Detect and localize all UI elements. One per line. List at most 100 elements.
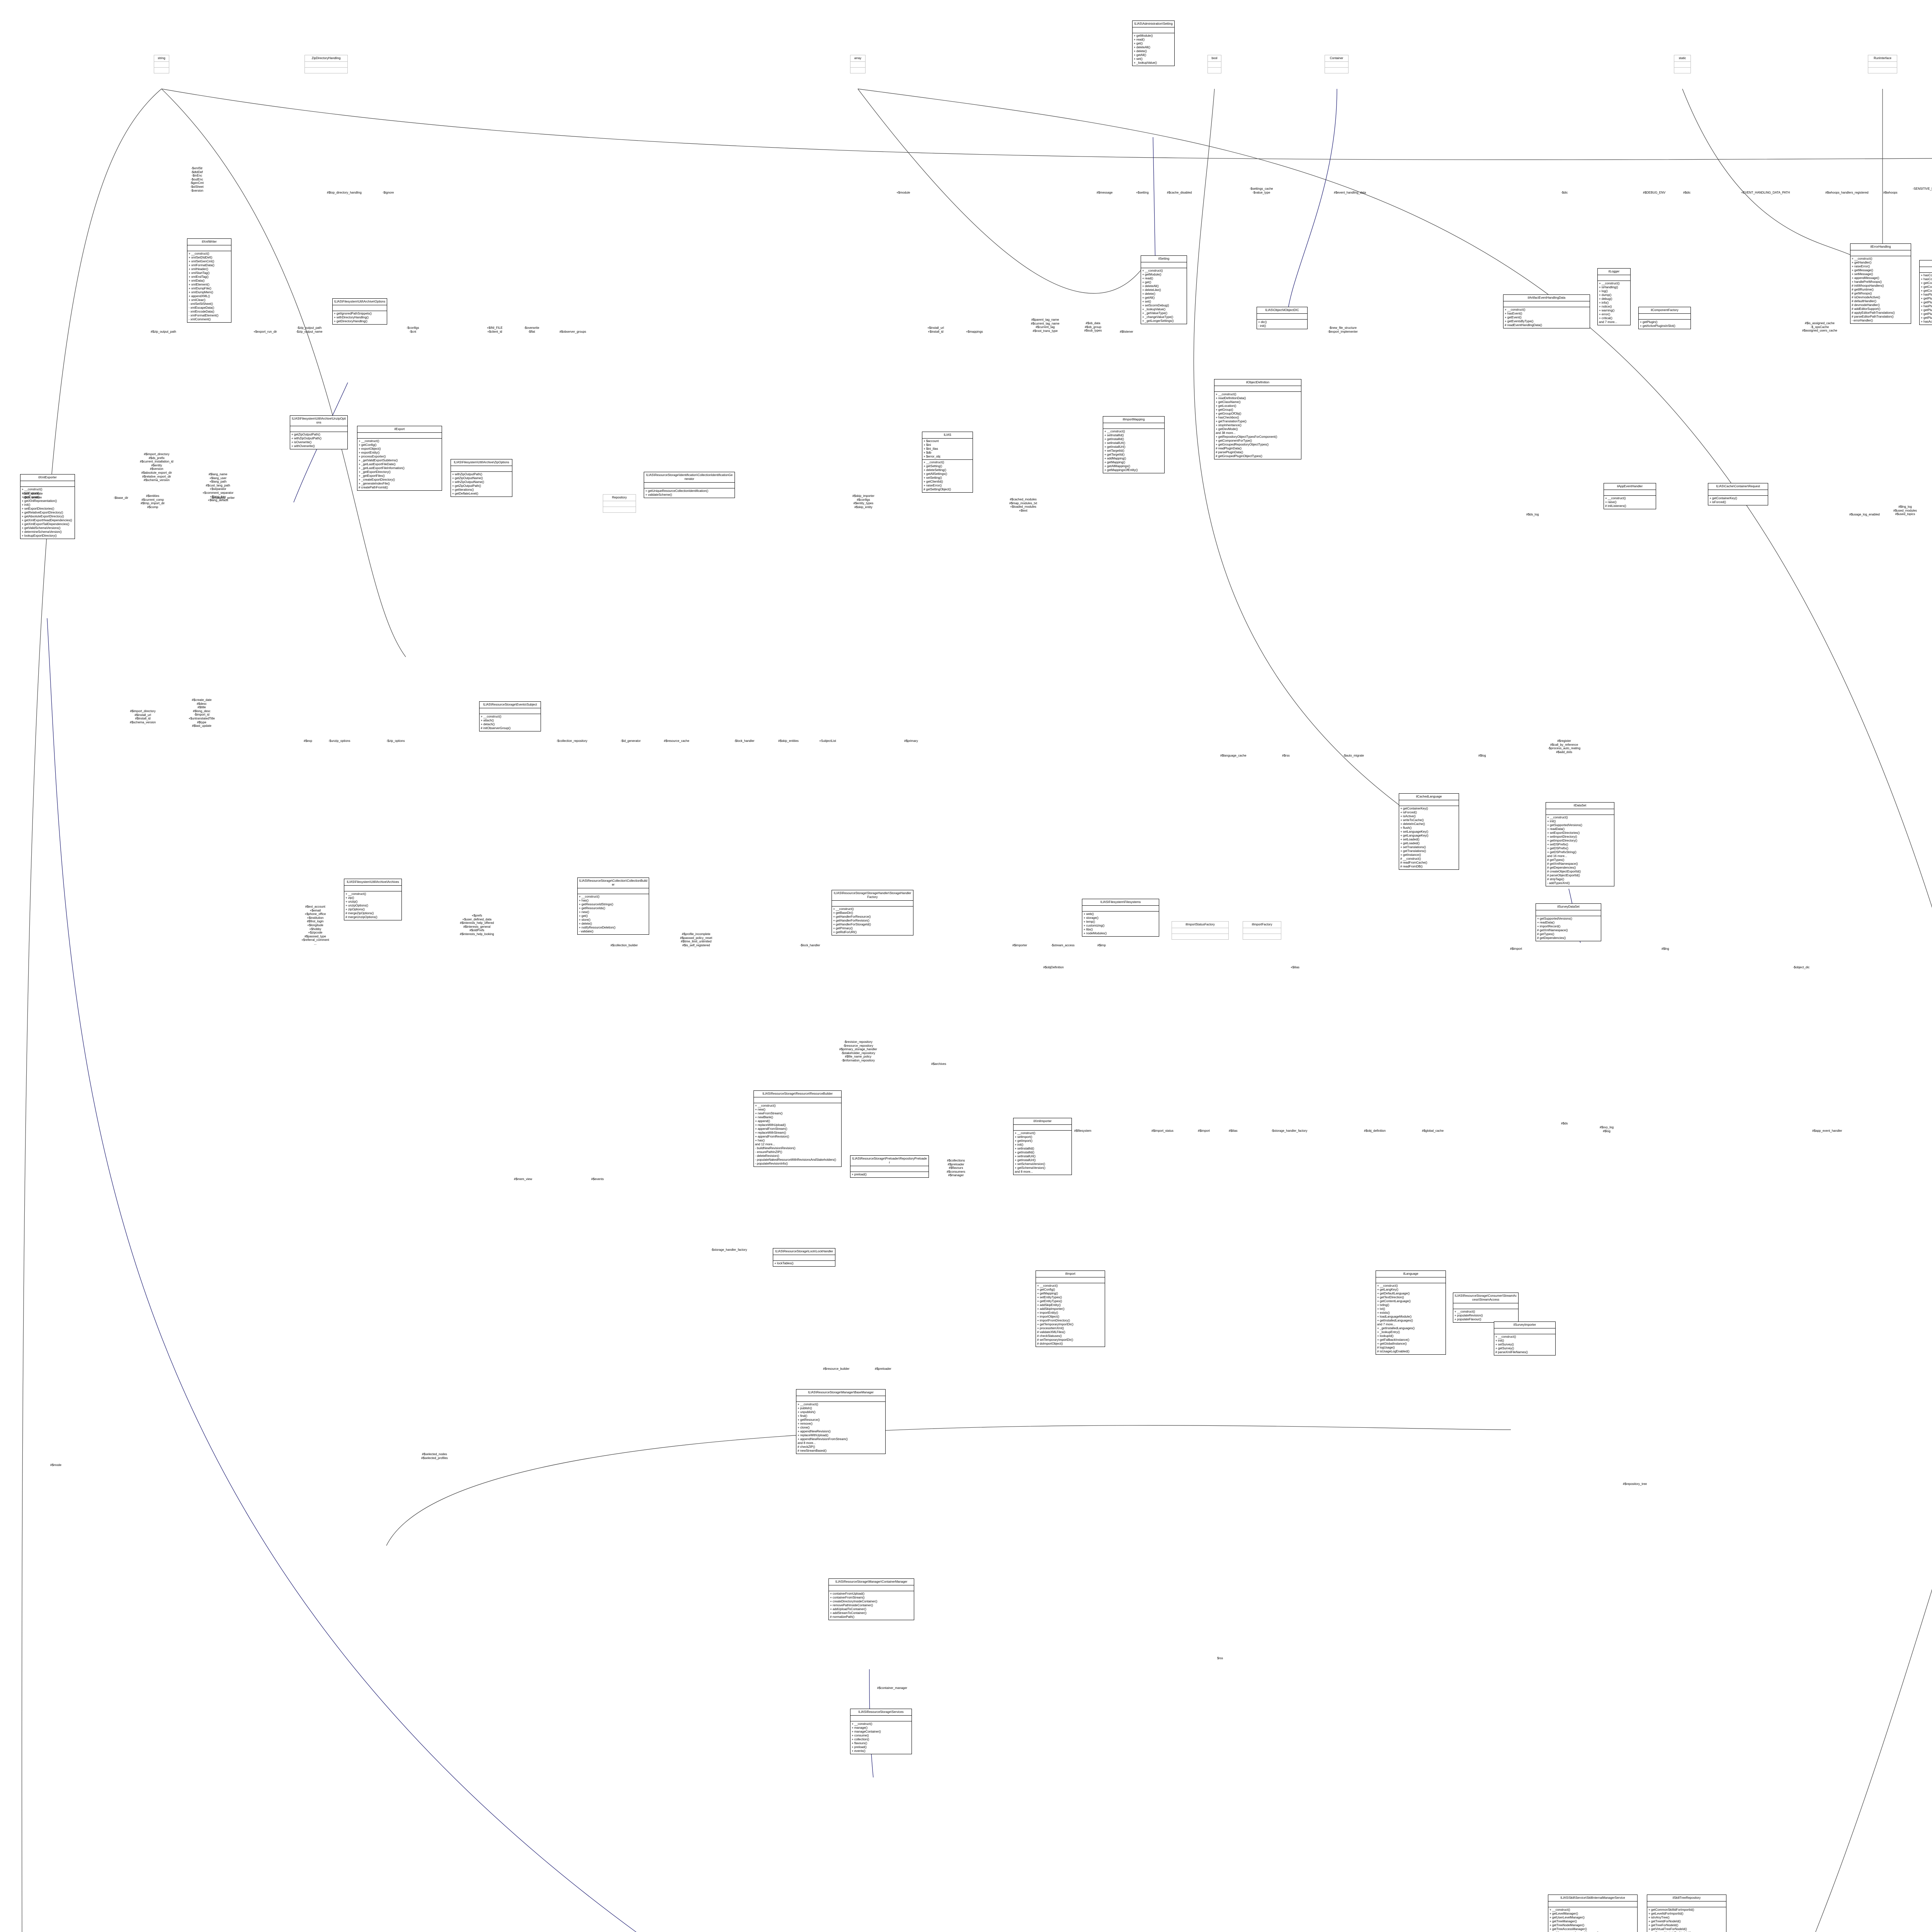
class-box-preloader[interactable]: ILIAS\ResourceStorage\Preloader\Reposito…: [850, 1155, 929, 1178]
class-box-importStatusF[interactable]: ilImportStatusFactory: [1172, 921, 1229, 940]
operation: # getWhoops(): [1852, 292, 1872, 295]
operation: # validateXMLFiles(): [1037, 1330, 1065, 1334]
class-box-unzipOpts[interactable]: ILIAS\Filesystem\Util\Archive\UnzipOptio…: [290, 415, 348, 449]
class-box-xmlImporter[interactable]: ilXmlImporter+ __construct()+ setImport(…: [1013, 1118, 1072, 1175]
class-operations: [1868, 68, 1897, 73]
class-operations: + __construct()+ new()+ newFromStream()+…: [754, 1103, 841, 1167]
class-attributes: [1133, 27, 1174, 33]
class-box-surveyImporter[interactable]: ilSurveyImporter+ __construct()+ init()+…: [1494, 1321, 1556, 1355]
class-box-containerMgr[interactable]: ILIAS\ResourceStorage\Manager\ContainerM…: [828, 1578, 914, 1620]
class-box-ilDataSet[interactable]: ilDataSet+ __construct()+ init()+ getSup…: [1546, 802, 1614, 886]
operation: + getValidSchemaVersions(): [22, 526, 61, 530]
class-box-ilSetting[interactable]: ilSetting+ __construct()+ getModule()+ r…: [1141, 255, 1187, 324]
operation: + isActive(): [1400, 815, 1416, 818]
operation: + find(): [798, 1414, 808, 1418]
edge-label: +$setting: [1136, 191, 1149, 194]
operation: + setImport(): [1015, 1135, 1032, 1139]
class-box-xmlExporter[interactable]: ilXmlExporter+ __construct()+ setExport(…: [20, 474, 75, 539]
class-box-resBuilder[interactable]: ILIAS\ResourceStorage\Resource\ResourceB…: [753, 1090, 842, 1167]
operation: + txt(): [1377, 1307, 1385, 1311]
operation: - deleteRevision(): [755, 1154, 779, 1158]
class-box-appEvt[interactable]: ilAppEventHandler+ __construct()+ raise(…: [1604, 483, 1656, 509]
class-box-errHandling[interactable]: ilErrorHandling+ __construct()+ getHandl…: [1850, 243, 1911, 324]
class-box-importMapping[interactable]: ilImportMapping+ __construct()+ setInsta…: [1103, 416, 1165, 473]
operation: + withOverwrite(): [291, 444, 315, 448]
class-box-ilExport[interactable]: ilExport+ __construct()+ getConfig()+ ex…: [357, 426, 442, 491]
operation: + importObject(): [1037, 1315, 1060, 1318]
class-box-bool[interactable]: bool: [1208, 55, 1221, 73]
class-box-ilImport[interactable]: ilImport+ __construct()+ getConfig()+ ge…: [1036, 1270, 1105, 1347]
operation: # getTypes(): [1537, 932, 1554, 936]
operation: # setTemporaryImportDir(): [1037, 1338, 1073, 1342]
class-box-lockHandler[interactable]: ILIAS\ResourceStorage\Lock\LockHandler+ …: [773, 1248, 835, 1267]
class-box-container[interactable]: Container: [1325, 55, 1349, 73]
attribute: + $account: [923, 439, 939, 443]
class-box-cachedLang[interactable]: ilCachedLanguage+ getContainerKey()+ isF…: [1399, 793, 1459, 870]
class-box-storageFactory[interactable]: ILIAS\ResourceStorage\StorageHandler\Sto…: [832, 890, 913, 935]
class-box-zipdir[interactable]: ZipDirectoryHandling: [304, 55, 348, 73]
class-box-collIdGen[interactable]: ILIAS\ResourceStorage\Identification\Col…: [644, 472, 735, 498]
class-box-objDIC[interactable]: ILIAS\Object\ilObjectDIC+ dic()- init(): [1257, 307, 1308, 329]
class-box-ilLanguage[interactable]: ilLanguage+ __construct()+ getLangKey()+…: [1376, 1270, 1446, 1355]
class-box-collBuilder[interactable]: ILIAS\ResourceStorage\Collection\Collect…: [577, 878, 649, 935]
class-box-importFactory[interactable]: ilImportFactory: [1243, 921, 1281, 940]
operation: - populateRevisionInfo(): [755, 1162, 788, 1165]
class-box-baseManager[interactable]: ILIAS\ResourceStorage\Manager\BaseManage…: [796, 1389, 886, 1454]
class-box-evtSubject[interactable]: ILIAS\ResourceStorage\Events\Subject+ __…: [479, 701, 541, 731]
operation: + getHandlerForStorageId(): [833, 923, 871, 926]
operation: + getMappingsOfEntity(): [1104, 468, 1138, 472]
operation: + delete(): [579, 922, 592, 925]
edge-label: #$lng: [1662, 947, 1669, 951]
class-box-cacheReq[interactable]: ILIAS\Cache\Container\Request+ getContai…: [1708, 483, 1768, 505]
class-attributes: [1257, 314, 1307, 320]
edge-label: #$global_cache: [1422, 1129, 1444, 1133]
class-box-compRepo[interactable]: ilComponentRepository+ hasComponent()+ h…: [1919, 260, 1932, 325]
operation: + getEntityTypes(): [1037, 1299, 1062, 1303]
class-box-skillInternalMgr[interactable]: ILIAS\Skill\Service\SkillInternalManager…: [1548, 1895, 1638, 1932]
class-box-array[interactable]: array: [850, 55, 866, 73]
class-operations: + __construct()+ setImport()+ getImport(…: [1014, 1131, 1071, 1175]
class-box-artifactEvt[interactable]: ilArtifactEventHandlingData+ __construct…: [1503, 294, 1590, 328]
class-box-zipOpts[interactable]: ILIAS\Filesystem\Util\Archive\ZipOptions…: [451, 459, 512, 497]
operation: + getTreeManager(): [1549, 1920, 1577, 1923]
class-operations: + __construct()+ getSetting()+ deleteSet…: [922, 460, 973, 492]
operation: + lookupId(): [1377, 1334, 1394, 1338]
class-box-xmlwriter[interactable]: ilXmlWriter+ __construct()+ xmlSetDtdDef…: [187, 238, 231, 323]
operation: # getDependencies(): [1547, 866, 1576, 869]
operation: + getPluginByName(): [1921, 316, 1932, 320]
class-operations: + __construct()+ readDefinitionData()+ g…: [1214, 392, 1301, 459]
class-box-static[interactable]: static: [1674, 55, 1691, 73]
operation: + __construct(): [22, 488, 43, 491]
class-box-string[interactable]: string: [154, 55, 169, 73]
class-box-archOptions[interactable]: ILIAS\Filesystem\Util\Archive\Options+ g…: [332, 298, 387, 325]
class-box-streamAccess[interactable]: ILIAS\ResourceStorage\Consumer\StreamAcc…: [1453, 1293, 1519, 1323]
edge-label: #$lang_name +$lang_user +$lang_path #$cu…: [202, 473, 234, 502]
operation: # parseObjectExportId(): [1547, 874, 1580, 877]
class-name: Repository: [603, 495, 636, 501]
edge-label: -$dic: [1561, 191, 1568, 194]
class-box-repository[interactable]: Repository: [603, 494, 636, 513]
operation: + _createExportDirectory(): [359, 478, 395, 481]
class-box-archives[interactable]: ILIAS\Filesystem\Util\Archive\Archives+ …: [344, 879, 402, 920]
class-operations: + getSupportedVersions()+ readData()+ im…: [1536, 916, 1601, 941]
operation: + __construct(): [1454, 1310, 1475, 1313]
class-box-adminSetting[interactable]: ILIAS\Administration\Setting+ getModule(…: [1132, 20, 1175, 66]
class-box-filesystems[interactable]: ILIAS\Filesystem\Filesystems+ web()+ sto…: [1082, 899, 1159, 937]
operation: + getTreeForNodeId(): [1648, 1923, 1679, 1927]
class-box-surveyDS[interactable]: ilSurveyDataSet+ getSupportedVersions()+…: [1536, 903, 1601, 941]
operation: + getXmlRepresentation(): [22, 499, 57, 503]
operation: # isDevmodeActive(): [1852, 296, 1880, 299]
class-box-compFactory[interactable]: ilComponentFactory+ getPlugin()+ getActi…: [1638, 307, 1691, 329]
class-name: ilImportStatusFactory: [1172, 922, 1228, 928]
class-box-ilias[interactable]: ILIAS+ $account+ $ini+ $ini_ilias+ $db+ …: [922, 432, 973, 493]
edge-label: #$exp: [304, 739, 312, 743]
operation: + validateScheme(): [645, 493, 672, 497]
class-box-objDefinition[interactable]: ilObjectDefinition+ __construct()+ readD…: [1214, 379, 1301, 459]
operation: # __construct(): [1400, 857, 1421, 861]
class-box-ilLogger[interactable]: ilLogger+ __construct()+ isHandling()+ l…: [1597, 268, 1631, 325]
class-box-runiface[interactable]: RunInterface: [1868, 55, 1897, 73]
operation: + exists(): [1377, 1311, 1390, 1315]
class-box-services[interactable]: ILIAS\ResourceStorage\Services+ __constr…: [850, 1709, 912, 1754]
class-box-skillTreeRepo[interactable]: ilSkillTreeRepository+ getCommonSkillIdF…: [1647, 1895, 1726, 1932]
edge-label: #$collection_builder: [611, 944, 638, 947]
